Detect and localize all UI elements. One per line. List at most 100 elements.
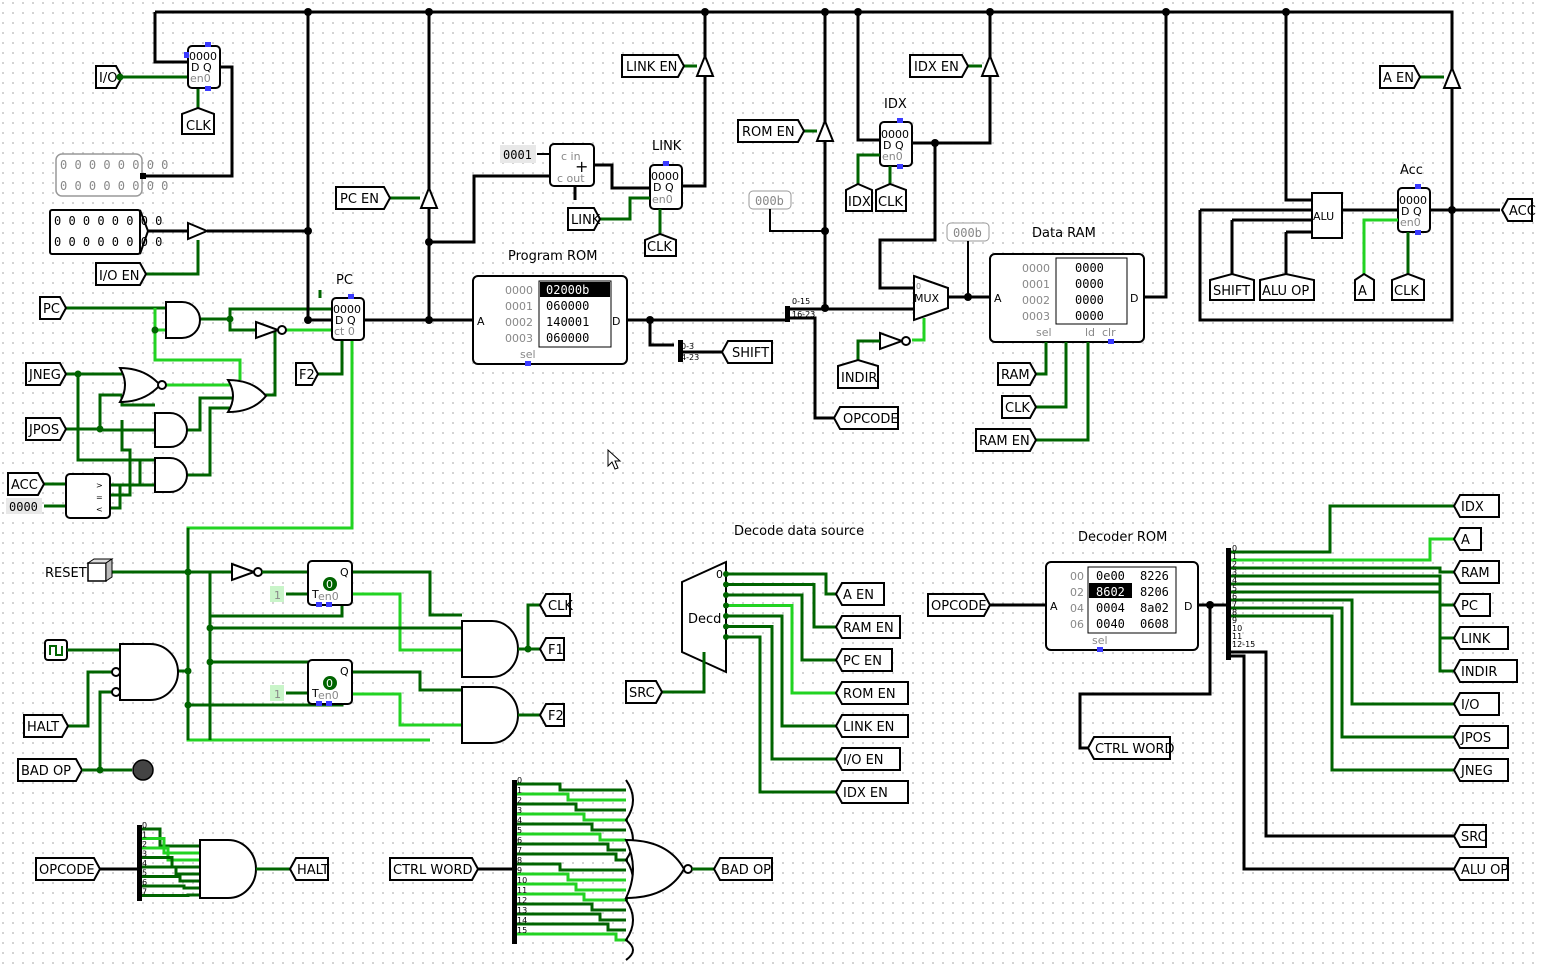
bit-index: 5 <box>517 826 522 835</box>
a-en-pin[interactable] <box>1379 65 1422 89</box>
bit-index: 12 <box>517 896 527 905</box>
io-register[interactable] <box>187 45 221 89</box>
shift-pin-out[interactable] <box>720 340 773 364</box>
control-output-pin[interactable] <box>1452 626 1509 650</box>
const-000b-a: 000b <box>755 194 784 208</box>
decoder-output-pin[interactable] <box>834 780 909 804</box>
link-en-pin[interactable] <box>621 54 686 78</box>
svg-text:+: + <box>575 157 588 176</box>
clock-control-block: Q 0 T en0 Q 0 T en0 1 1 CLK F1 F2 RESET … <box>17 528 573 782</box>
alu-op-pin-in[interactable] <box>1259 272 1315 301</box>
decoder-output-pin[interactable] <box>834 582 885 606</box>
bit-index: 14 <box>517 916 527 925</box>
io-input-pin[interactable] <box>95 65 124 89</box>
control-output-label: LINK <box>1461 632 1491 647</box>
svg-text:0-15: 0-15 <box>792 297 810 306</box>
ctrl-word-pin-bad[interactable] <box>389 857 480 881</box>
alu <box>1311 192 1343 239</box>
decoder-rom-value: 0e00 <box>1096 569 1125 583</box>
idx-en-pin[interactable] <box>909 54 970 78</box>
halt-pin-out[interactable] <box>288 857 329 881</box>
svg-text:CLK: CLK <box>186 119 211 134</box>
control-output-pin[interactable] <box>1452 494 1500 518</box>
bit-index: 1 <box>517 786 522 795</box>
acc-pin-left[interactable] <box>7 472 46 496</box>
bit-index: 0 <box>1232 544 1237 553</box>
indir-pin[interactable] <box>837 358 879 389</box>
f2-pin-out[interactable] <box>538 703 565 727</box>
mouse-cursor <box>607 448 622 470</box>
opcode-pin-decoder[interactable] <box>927 593 992 617</box>
control-output-label: RAM <box>1461 566 1490 581</box>
svg-text:ACC: ACC <box>1509 204 1536 219</box>
alu-op-pin-out[interactable] <box>1452 857 1509 881</box>
pc-title: PC <box>336 273 353 288</box>
acc-pin-out[interactable] <box>1500 198 1533 222</box>
clk-pin-acc[interactable] <box>1391 272 1425 301</box>
pc-pin[interactable] <box>39 296 68 320</box>
clk-pin-io[interactable] <box>181 106 215 135</box>
control-output-pin[interactable] <box>1452 725 1509 749</box>
opcode-pin-out[interactable] <box>832 406 899 430</box>
pc-en-pin[interactable] <box>335 186 392 210</box>
jpos-pin[interactable] <box>25 417 68 441</box>
reset-button[interactable] <box>87 562 107 582</box>
svg-text:0-3: 0-3 <box>681 342 694 351</box>
halt-pin-in[interactable] <box>23 714 70 738</box>
decoder-output-pin[interactable] <box>834 615 901 639</box>
bit-index: 10 <box>1232 624 1242 633</box>
control-output-pin[interactable] <box>1452 560 1500 584</box>
control-output-pin[interactable] <box>1452 692 1500 716</box>
a-pin-in[interactable] <box>1354 272 1375 301</box>
decoder-rom-value: 8602 <box>1096 585 1125 599</box>
zero-constant: 0000 <box>9 500 38 514</box>
ram-pin[interactable] <box>997 362 1038 386</box>
decoder-output-label: PC EN <box>843 654 882 669</box>
bit-index: 9 <box>517 866 522 875</box>
ctrl-word-pin-out[interactable] <box>1086 736 1171 760</box>
ram-en-pin[interactable] <box>975 428 1038 452</box>
f2-pin-left[interactable] <box>295 362 320 386</box>
clk-pin-ram[interactable] <box>1001 395 1038 419</box>
decoder-rom-address: 04 <box>1070 602 1084 615</box>
bad-op-pin-out[interactable] <box>712 857 773 881</box>
control-output-pin[interactable] <box>1452 593 1491 617</box>
opcode-pin-halt[interactable] <box>35 857 102 881</box>
rom-value: 02000b <box>546 283 589 297</box>
svg-text:PC EN: PC EN <box>340 192 379 207</box>
io-en-pin[interactable] <box>95 262 148 286</box>
jneg-pin[interactable] <box>25 362 68 386</box>
shift-pin-in[interactable] <box>1209 272 1255 301</box>
src-pin-out[interactable] <box>1452 824 1487 848</box>
decoder-output-pin[interactable] <box>834 714 909 738</box>
link-pin[interactable] <box>567 207 602 231</box>
svg-text:0: 0 <box>916 282 921 291</box>
svg-text:ACC: ACC <box>11 478 38 493</box>
rom-en-pin[interactable] <box>737 119 806 143</box>
src-pin[interactable] <box>625 680 664 704</box>
decoder-output-pin[interactable] <box>834 747 901 771</box>
svg-text:HALT: HALT <box>27 720 59 735</box>
control-output-pin[interactable] <box>1452 659 1518 683</box>
svg-text:SHIFT: SHIFT <box>732 346 769 361</box>
svg-text:RAM: RAM <box>1001 368 1030 383</box>
clk-pin-link[interactable] <box>644 232 677 257</box>
control-output-pin[interactable] <box>1452 527 1482 551</box>
control-output-pin[interactable] <box>1452 758 1509 782</box>
bit-index: 6 <box>142 878 147 887</box>
rom-address: 0001 <box>505 300 533 313</box>
svg-text:D Q: D Q <box>1401 205 1422 218</box>
bad-op-pin-in[interactable] <box>17 758 84 782</box>
svg-text:en0: en0 <box>882 150 903 163</box>
svg-text:T: T <box>311 687 319 700</box>
clk-pin-out[interactable] <box>538 593 571 617</box>
bit-index: 5 <box>1232 584 1237 593</box>
decoder-output-pin[interactable] <box>834 648 893 672</box>
decoder-output-pin[interactable] <box>834 681 909 705</box>
idx-pin[interactable] <box>845 182 873 212</box>
clk-pin-idx[interactable] <box>875 182 907 212</box>
f1-pin-out[interactable] <box>538 637 565 661</box>
svg-text:IDX: IDX <box>848 195 871 210</box>
